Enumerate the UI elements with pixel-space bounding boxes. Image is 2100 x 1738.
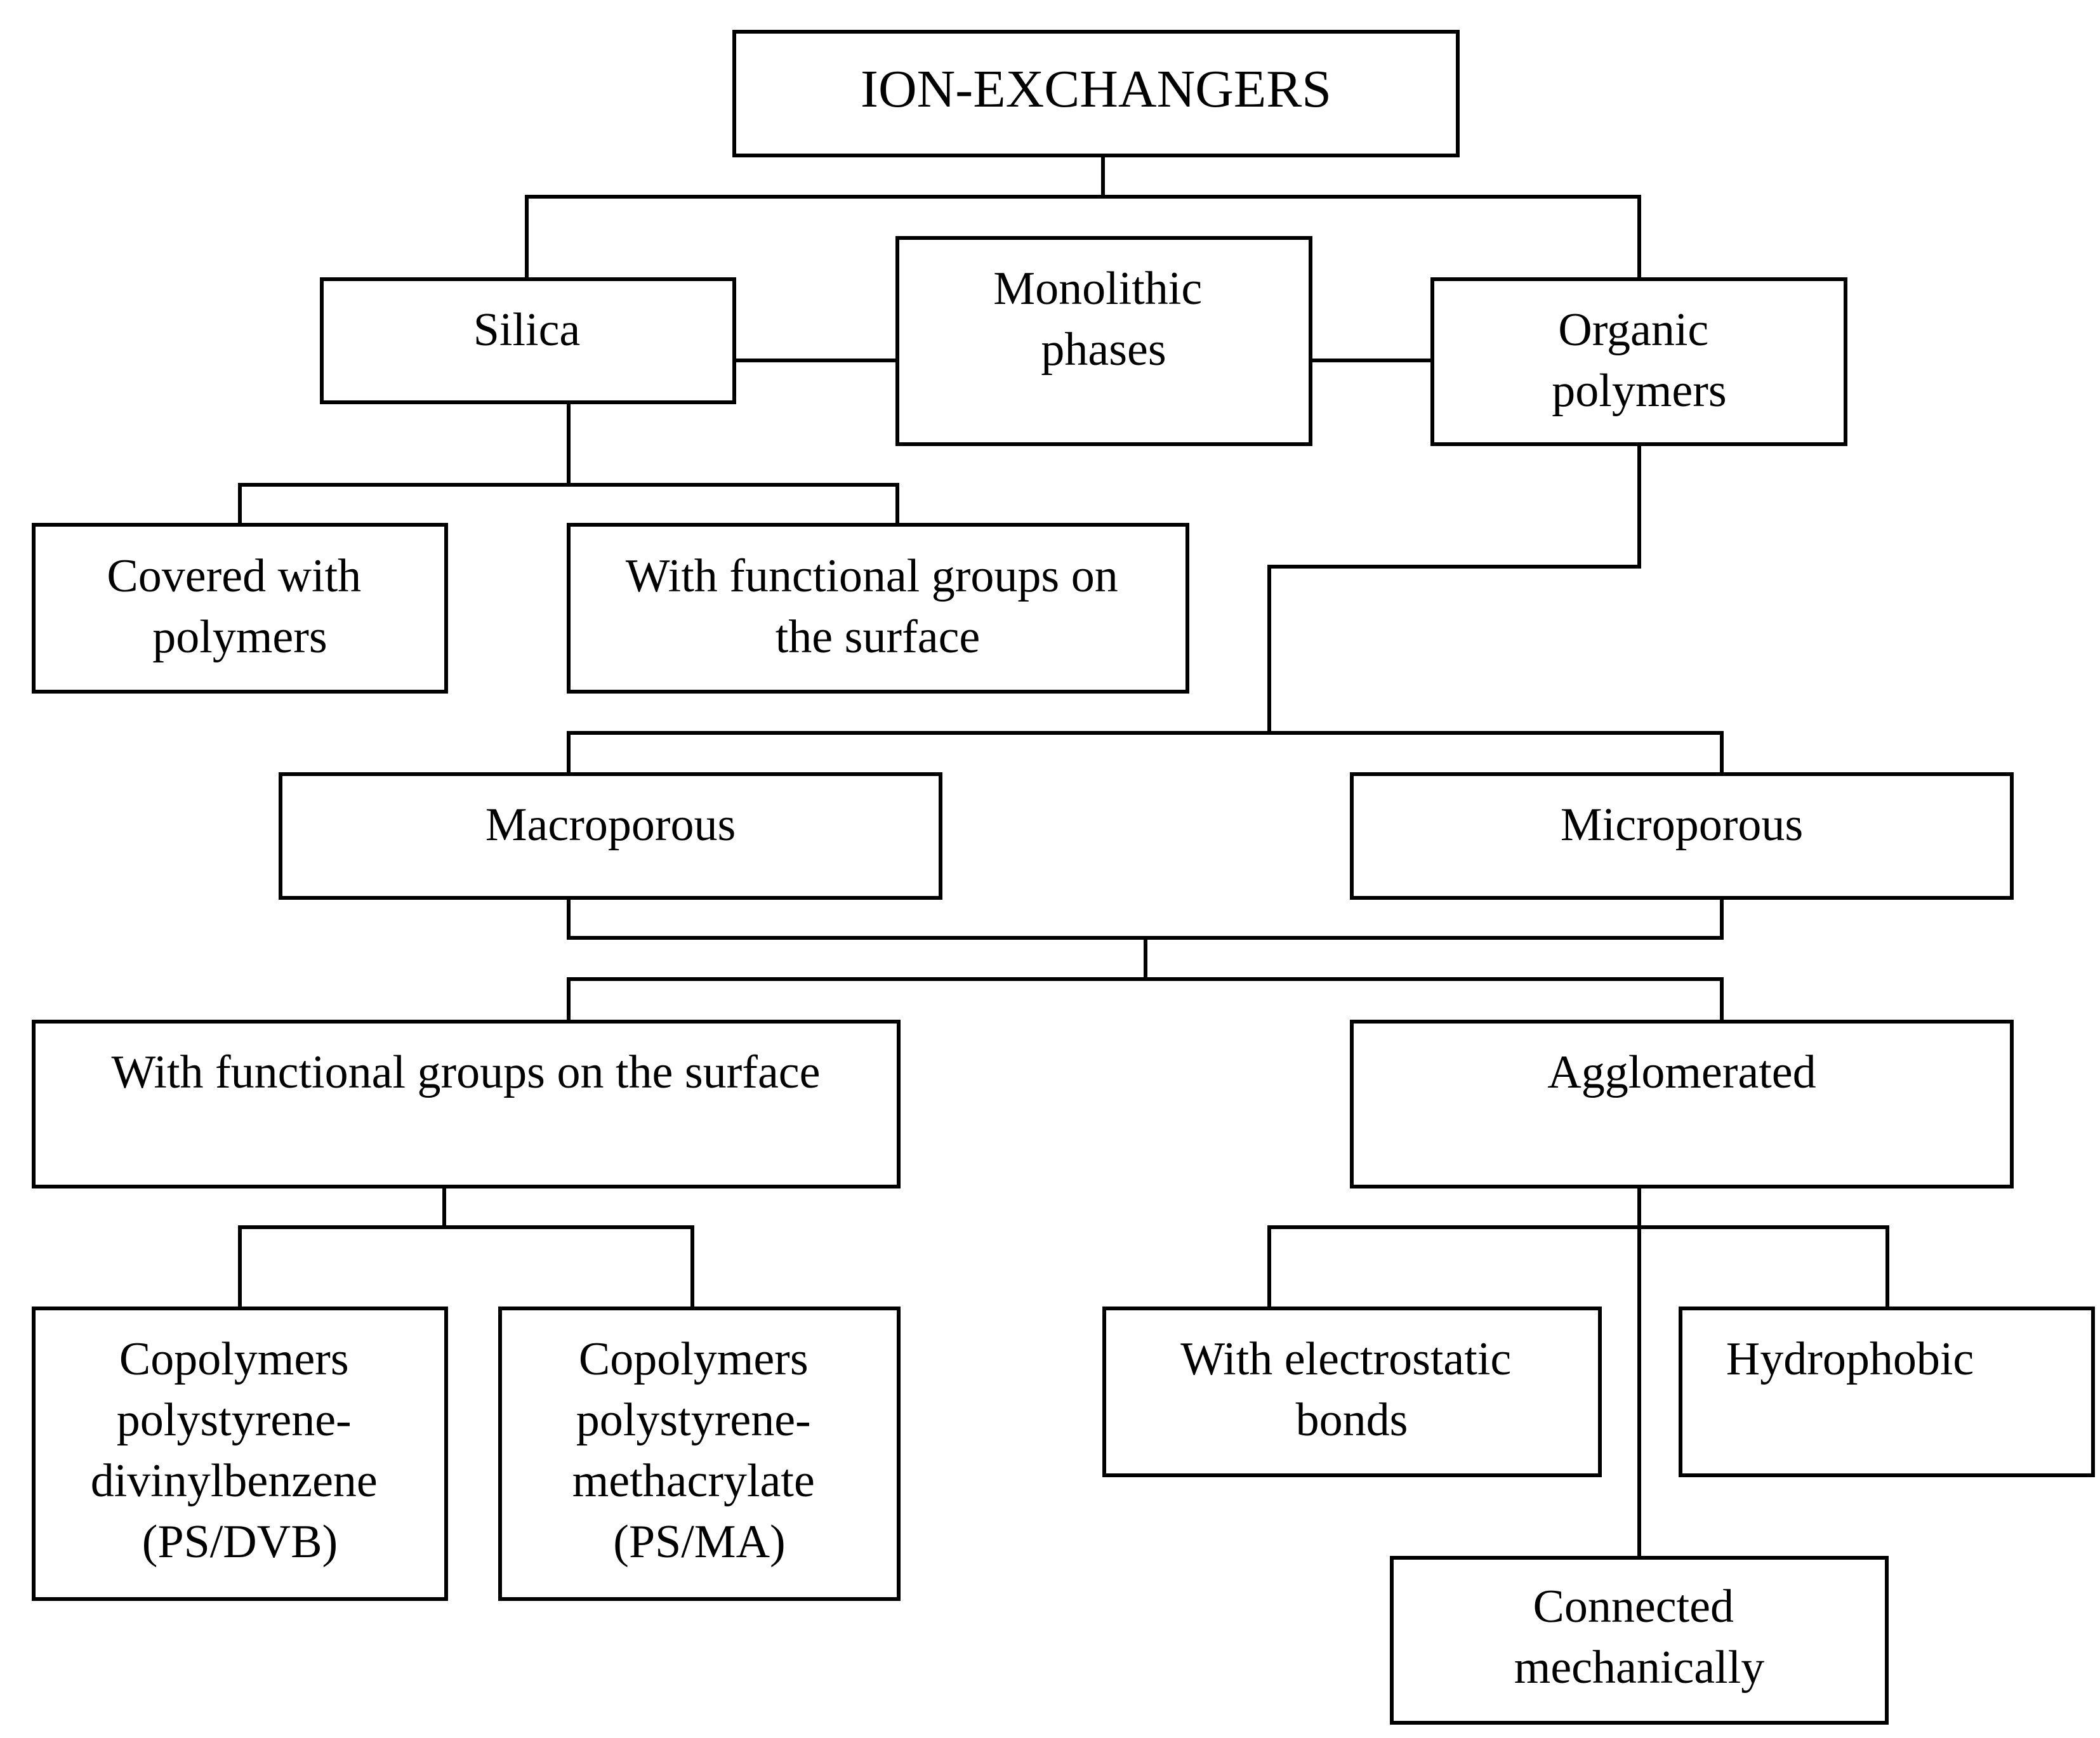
label-connected-mechanically: Connected mechanically	[1514, 1581, 1764, 1694]
connector-organic-to-porosity	[1267, 442, 1641, 735]
label-monolithic-phases: Monolithic phases	[993, 263, 1213, 376]
box-connected-mechanically	[1390, 1556, 1889, 1725]
label-hydrophobic: Hydrophobic	[1726, 1333, 1974, 1385]
boxes	[32, 30, 2095, 1725]
title-ion-exchangers: ION-EXCHANGERS	[861, 60, 1331, 119]
label-silica: Silica	[473, 304, 581, 356]
box-ion-exchangers	[732, 30, 1460, 157]
connector-porosity-split	[567, 731, 1724, 776]
connector-functional-to-psma	[442, 1225, 694, 1310]
label-covered-with-polymers: Covered with polymers	[107, 550, 373, 663]
connector-porosity-merge	[567, 896, 1724, 940]
connector-title-to-organic	[1101, 195, 1641, 281]
box-ps-dvb	[32, 1307, 448, 1601]
box-macroporous	[279, 772, 942, 900]
connector-merge-to-agglomerated	[1144, 977, 1724, 1024]
label-agglomerated: Agglomerated	[1547, 1046, 1816, 1098]
label-ps-dvb: Copolymers polystyrene- divinylbenzene (…	[91, 1333, 390, 1568]
box-ps-ma	[498, 1307, 901, 1601]
box-monolithic-phases	[895, 236, 1312, 446]
box-microporous	[1350, 772, 2014, 900]
box-electrostatic-bonds	[1102, 1307, 1602, 1477]
box-silica	[320, 277, 736, 404]
box-silica-functional-groups	[567, 523, 1189, 694]
connector-silica-to-functional	[567, 483, 899, 527]
label-functional-groups-surface: With functional groups on the surface	[112, 1046, 821, 1098]
connector-agglomerated-to-electrostatic	[1267, 1225, 1889, 1310]
box-functional-groups-surface	[32, 1020, 901, 1188]
connector-merge-to-types	[567, 936, 1147, 1024]
label-silica-functional-groups: With functional groups on the surface	[626, 550, 1130, 663]
box-hydrophobic	[1679, 1307, 2095, 1477]
label-electrostatic-bonds: With electrostatic bonds	[1180, 1333, 1522, 1446]
label-organic-polymers: Organic polymers	[1552, 304, 1726, 417]
connector-silica-to-children	[238, 400, 571, 527]
label-ps-ma: Copolymers polystyrene- methacrylate (PS…	[572, 1333, 827, 1568]
box-covered-with-polymers	[32, 523, 448, 694]
connector-title-to-branches	[525, 155, 1105, 281]
label-microporous: Microporous	[1561, 799, 1803, 851]
labels: ION-EXCHANGERS Silica Monolithic phases …	[91, 60, 1974, 1694]
box-organic-polymers	[1430, 277, 1847, 446]
connectors	[238, 155, 1889, 1560]
label-macroporous: Macroporous	[485, 799, 736, 851]
connector-functional-to-copolymers	[238, 1185, 446, 1310]
box-agglomerated	[1350, 1020, 2014, 1188]
